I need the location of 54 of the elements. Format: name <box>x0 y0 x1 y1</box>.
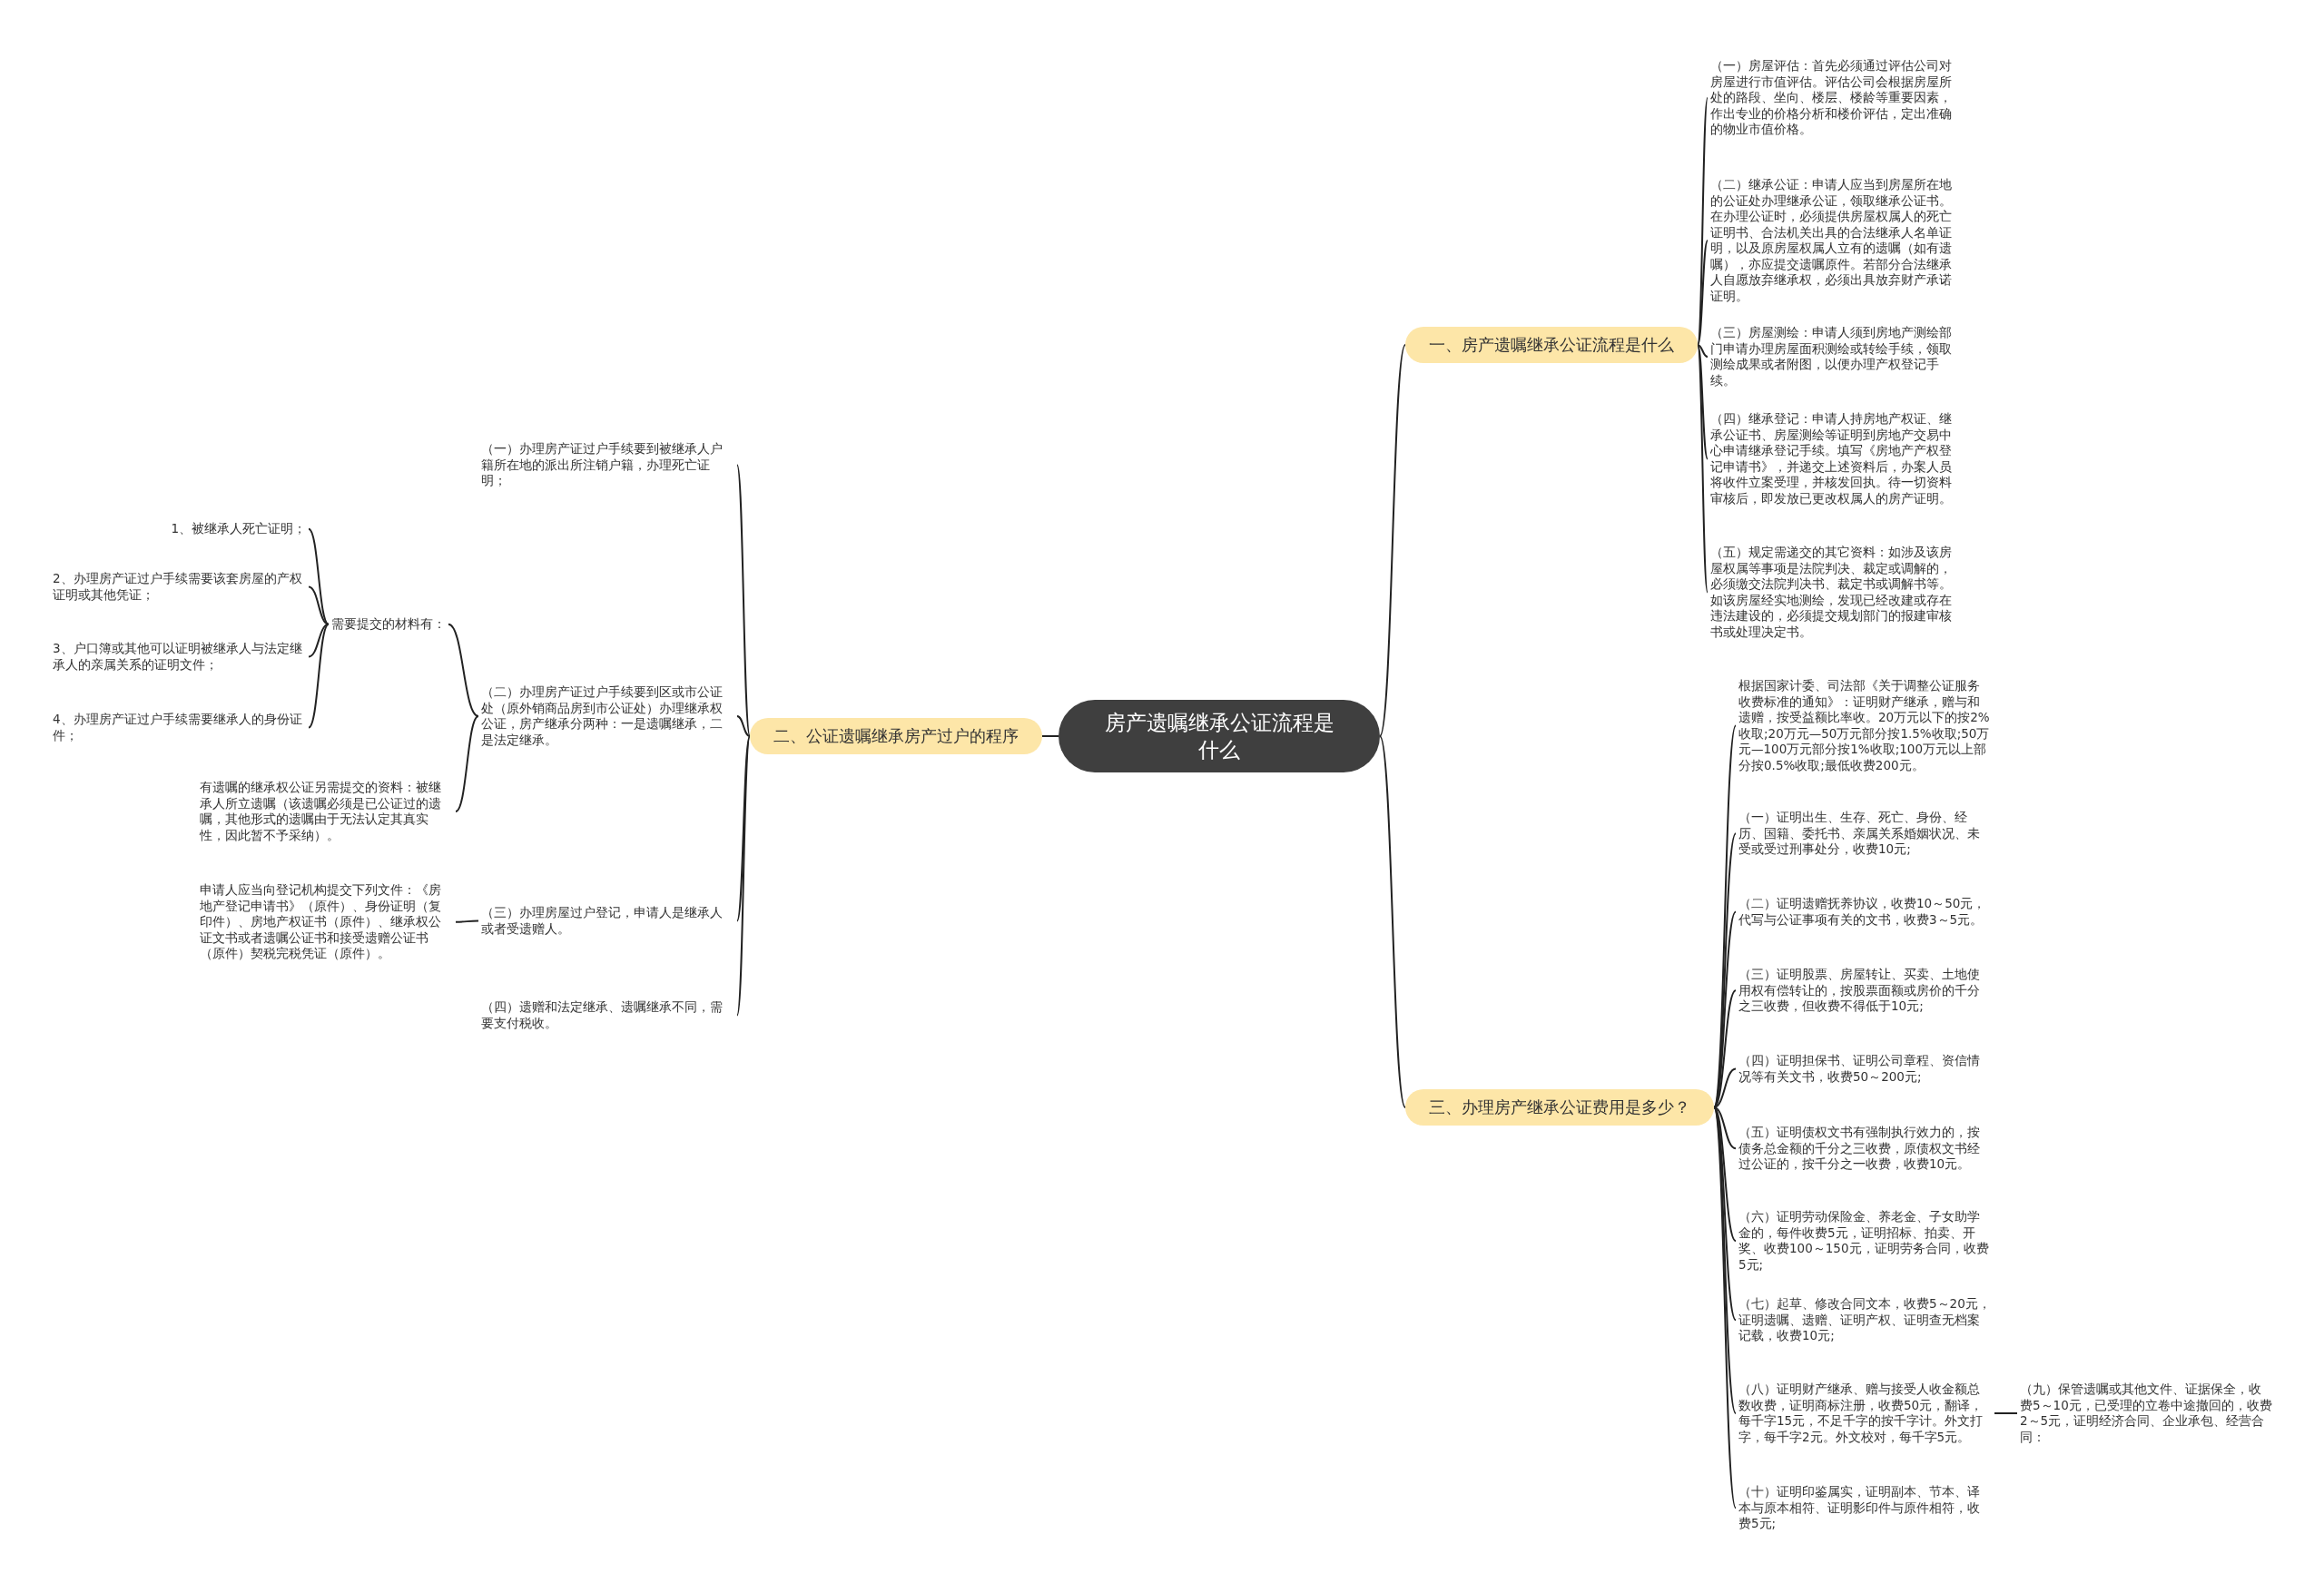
topic-text: 3、户口簿或其他可以证明被继承人与法定继承人的亲属关系的证明文件； <box>50 639 309 674</box>
topic-text: （一）办理房产证过户手续要到被继承人户籍所在地的派出所注销户籍，办理死亡证明； <box>478 439 737 491</box>
topic-text: （五）规定需递交的其它资料：如涉及该房屋权属等事项是法院判决、裁定或调解的，必须缴交法院判决书、裁定书或调解书等。如该房屋经实地测绘，发现已经改建或存在违法建设的，必须提交规划部门的报建审核书或处理决定书。 <box>1708 543 1962 642</box>
connector-line <box>1994 1412 2018 1414</box>
connector-line <box>1041 735 1059 737</box>
topic-text: 需要提交的材料有： <box>329 615 448 634</box>
connector-line <box>1713 1106 1737 1242</box>
topic-text: （六）证明劳动保险金、养老金、子女助学金的，每件收费5元，证明招标、拍卖、开奖、收费100～150元，证明劳务合同，收费5元; <box>1736 1207 1994 1274</box>
connector-line <box>736 735 751 922</box>
topic-text: （五）证明债权文书有强制执行效力的，按债务总金额的千分之三收费，原债权文书经过公证的，按千分之一收费，收费10元。 <box>1736 1123 1994 1175</box>
connector-line <box>308 623 330 658</box>
connector-line <box>455 919 479 923</box>
connector-line <box>1697 240 1709 346</box>
connector-line <box>1713 1106 1737 1150</box>
topic-text: （八）证明财产继承、赠与接受人收金额总数收费，证明商标注册，收费50元，翻译，每千字15元，不足千字的按千字计。外文打字，每千字2元。外文校对，每千字5元。 <box>1736 1380 1994 1447</box>
topic-text: 根据国家计委、司法部《关于调整公证服务收费标准的通知》：证明财产继承，赠与和遗赠，按受益额比率收。20万元以下的按2%收取;20万元—50万元部分按1.5%收取;50万元—100万元部分按1%收取;100万元以上部分按0.5%收取;最低收费200元。 <box>1736 676 1994 775</box>
connector-line <box>736 735 751 1017</box>
topic-text: 有遗嘱的继承权公证另需提交的资料：被继承人所立遗嘱（该遗嘱必须是已公证过的遗嘱，其他形式的遗嘱由于无法认定其真实性，因此暂不予采纳）。 <box>197 778 456 845</box>
topic-text: （四）证明担保书、证明公司章程、资信情况等有关文书，收费50～200元; <box>1736 1051 1994 1087</box>
topic-text: （一）证明出生、生存、死亡、身份、经历、国籍、委托书、亲属关系婚姻状况、未受或受过刑事处分，收费10元; <box>1736 808 1994 860</box>
connector-line <box>1713 989 1737 1108</box>
connector-line <box>308 527 330 625</box>
topic-text: （二）继承公证：申请人应当到房屋所在地的公证处办理继承公证，领取继承公证书。在办理公证时，必须提供房屋权属人的死亡证明书、合法机关出具的合法继承人名单证明，以及原房屋权属人立有的遗嘱（如有遗嘱），亦应提交遗嘱原件。若部分合法继承人自愿放弃继承权，必须出具放弃财产承诺证明。 <box>1708 175 1962 306</box>
connector-line <box>455 715 479 812</box>
connector-line <box>448 623 479 717</box>
topic-text: （二）办理房产证过户手续要到区或市公证处（原外销商品房到市公证处）办理继承权公证，房产继承分两种：一是遗嘱继承，二是法定继承。 <box>478 683 737 750</box>
topic-text: （二）证明遗赠抚养协议，收费10～50元，代写与公证事项有关的文书，收费3～5元。 <box>1736 894 1994 929</box>
connector-line <box>736 464 751 737</box>
branch-topic: 三、办理房产继承公证费用是多少？ <box>1405 1089 1714 1126</box>
connector-line <box>1697 344 1709 358</box>
connector-line <box>308 585 330 625</box>
topic-text: （四）遗赠和法定继承、遗嘱继承不同，需要支付税收。 <box>478 998 737 1033</box>
topic-text: （十）证明印鉴属实，证明副本、节本、译本与原本相符、证明影印件与原件相符，收费5元; <box>1736 1482 1994 1534</box>
topic-text: （三）证明股票、房屋转让、买卖、土地使用权有偿转让的，按股票面额或房价的千分之三收费，但收费不得低于10元; <box>1736 965 1994 1017</box>
topic-text: 4、办理房产证过户手续需要继承人的身份证件； <box>50 710 309 745</box>
connector-line <box>1379 735 1406 1108</box>
topic-text: 1、被继承人死亡证明； <box>168 519 309 539</box>
connector-line <box>1713 1067 1737 1108</box>
connector-line <box>1697 96 1709 346</box>
topic-text: （四）继承登记：申请人持房地产权证、继承公证书、房屋测绘等证明到房地产交易中心申请继承登记手续。填写《房地产产权登记申请书》，并递交上述资料后，办案人员将收件立案受理，并核发回执。待一切资料审核后，即发放已更改权属人的房产证明。 <box>1708 409 1962 508</box>
central-topic: 房产遗嘱继承公证流程是什么 <box>1059 700 1380 772</box>
topic-text: （一）房屋评估：首先必须通过评估公司对房屋进行市值评估。评估公司会根据房屋所处的路段、坐向、楼层、楼龄等重要因素，作出专业的价格分析和楼价评估，定出准确的物业市值价格。 <box>1708 56 1962 140</box>
topic-text: （九）保管遗嘱或其他文件、证据保全，收费5～10元，已受理的立卷中途撤回的，收费2～5元，证明经济合同、企业承包、经营合同： <box>2017 1380 2276 1447</box>
branch-topic: 一、房产遗嘱继承公证流程是什么 <box>1405 327 1698 363</box>
topic-text: 2、办理房产证过户手续需要该套房屋的产权证明或其他凭证； <box>50 569 309 605</box>
connector-line <box>308 623 330 729</box>
connector-line <box>736 715 751 737</box>
topic-text: （七）起草、修改合同文本，收费5～20元，证明遗嘱、遗赠、证明产权、证明查无档案记载，收费10元; <box>1736 1294 1994 1346</box>
connector-line <box>1379 344 1406 737</box>
topic-text: （三）办理房屋过户登记，申请人是继承人或者受遗赠人。 <box>478 903 737 939</box>
connector-line <box>1697 344 1709 460</box>
topic-text: 申请人应当向登记机构提交下列文件：《房地产登记申请书》（原件）、身份证明（复印件）、房地产权证书（原件）、继承权公证文书或者遗嘱公证书和接受遗赠公证书（原件）契税完税凭证（原件）。 <box>197 880 456 964</box>
branch-topic: 二、公证遗嘱继承房产过户的程序 <box>750 718 1042 754</box>
topic-text: （三）房屋测绘：申请人须到房地产测绘部门申请办理房屋面积测绘或转绘手续，领取测绘成果或者附图，以便办理产权登记手续。 <box>1708 323 1962 390</box>
